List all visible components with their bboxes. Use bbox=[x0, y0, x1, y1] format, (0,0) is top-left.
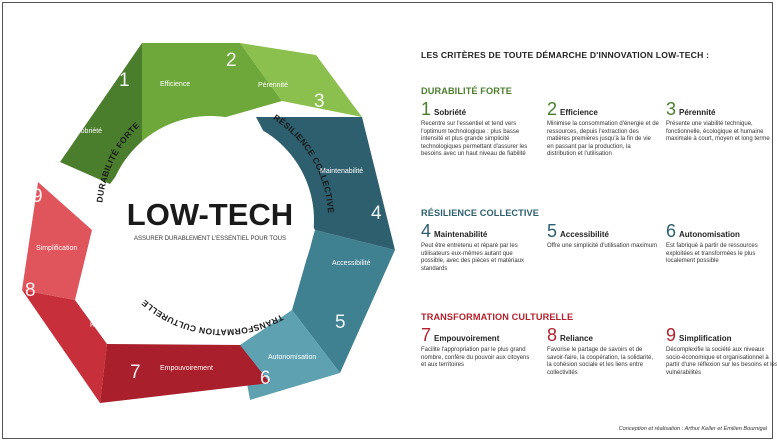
segment-3-perennite bbox=[240, 43, 362, 117]
criterion-title: Simplification bbox=[679, 334, 732, 343]
criterion-description: Minimise la consommation d'énergie et de… bbox=[547, 121, 659, 158]
segment-4-maintenabilite bbox=[256, 117, 395, 250]
segment-number-3: 3 bbox=[314, 91, 325, 112]
center-title: LOW-TECH bbox=[127, 197, 293, 232]
segment-number-4: 4 bbox=[371, 203, 382, 224]
criterion-number: 4 bbox=[421, 221, 432, 241]
section-title: TRANSFORMATION CULTURELLE bbox=[421, 312, 574, 322]
criterion-number: 6 bbox=[666, 221, 677, 241]
criterion-number: 3 bbox=[666, 99, 677, 119]
criteria-heading: LES CRITÈRES DE TOUTE DÉMARCHE D'INNOVAT… bbox=[421, 50, 710, 60]
criterion-number: 1 bbox=[421, 99, 432, 119]
criterion-number: 5 bbox=[547, 221, 558, 241]
criterion-title: Maintenabilité bbox=[434, 230, 488, 239]
segment-label-7: Empouvoirement bbox=[160, 365, 213, 372]
segment-label-6: Autonomisation bbox=[268, 354, 316, 361]
criterion-description: Offre une simplicité d'utilisation maxim… bbox=[547, 243, 658, 249]
criterion-number: 7 bbox=[421, 325, 432, 345]
segment-8-reliance bbox=[22, 290, 107, 403]
segment-1-sobriete bbox=[60, 43, 142, 184]
segment-label-4: Maintenabilité bbox=[320, 168, 363, 175]
credit-line: Conception et réalisation : Arthur Kelle… bbox=[618, 426, 767, 432]
segment-7-empouvoirement bbox=[100, 344, 270, 403]
low-tech-wheel: LOW-TECH ASSURER DURABLEMENT L'ESSENTIEL… bbox=[22, 43, 395, 403]
criterion-description: Peut être entretenu et réparé par les ut… bbox=[421, 243, 525, 272]
criterion-title: Autonomisation bbox=[679, 230, 740, 239]
criterion-number: 2 bbox=[547, 99, 558, 119]
segment-number-6: 6 bbox=[260, 368, 271, 389]
center-subtitle: ASSURER DURABLEMENT L'ESSENTIEL POUR TOU… bbox=[134, 236, 286, 242]
criterion-title: Accessibilité bbox=[560, 230, 609, 239]
segment-2-efficience bbox=[142, 43, 282, 141]
criterion-description: Recentre sur l'essentiel et tend vers l'… bbox=[421, 121, 528, 158]
segment-number-1: 1 bbox=[119, 70, 130, 91]
criterion-title: Reliance bbox=[560, 334, 593, 343]
criterion-description: Favorise le partage de savoirs et de sav… bbox=[547, 347, 654, 376]
section-title: RÉSILIENCE COLLECTIVE bbox=[421, 208, 539, 218]
segment-number-7: 7 bbox=[130, 362, 141, 383]
criterion-number: 8 bbox=[547, 325, 558, 345]
segment-label-1: Sobriété bbox=[76, 128, 102, 135]
segment-5-accessibilite bbox=[292, 230, 395, 373]
segment-label-8: Reliance bbox=[90, 322, 117, 329]
segment-label-9: Simplification bbox=[36, 245, 77, 252]
criterion-description: Facilite l'appropriation par le plus gra… bbox=[421, 347, 530, 369]
segment-label-3: Pérennité bbox=[258, 82, 288, 89]
criterion-description: Décomplexifie la société aux niveaux soc… bbox=[666, 347, 777, 376]
criterion-title: Empouvoirement bbox=[434, 334, 500, 343]
outer-frame bbox=[2, 2, 773, 439]
segment-label-2: Efficience bbox=[160, 81, 190, 88]
segment-label-5: Accessibilité bbox=[332, 260, 371, 267]
segment-number-5: 5 bbox=[335, 312, 346, 333]
criterion-description: Est fabriqué à partir de ressources expl… bbox=[666, 243, 758, 265]
segment-number-8: 8 bbox=[25, 280, 36, 301]
criterion-description: Présente une viabilité technique, foncti… bbox=[666, 121, 770, 143]
segment-9-simplification bbox=[22, 182, 92, 300]
section-title: DURABILITÉ FORTE bbox=[421, 86, 512, 96]
criterion-title: Sobriété bbox=[434, 108, 467, 117]
criteria-panel: LES CRITÈRES DE TOUTE DÉMARCHE D'INNOVAT… bbox=[421, 0, 777, 443]
criterion-title: Efficience bbox=[560, 108, 598, 117]
criterion-title: Pérennité bbox=[679, 108, 716, 117]
criterion-number: 9 bbox=[666, 325, 677, 345]
segment-number-9: 9 bbox=[32, 186, 43, 207]
wheel-center-disk bbox=[106, 116, 314, 324]
segment-number-2: 2 bbox=[226, 50, 237, 71]
